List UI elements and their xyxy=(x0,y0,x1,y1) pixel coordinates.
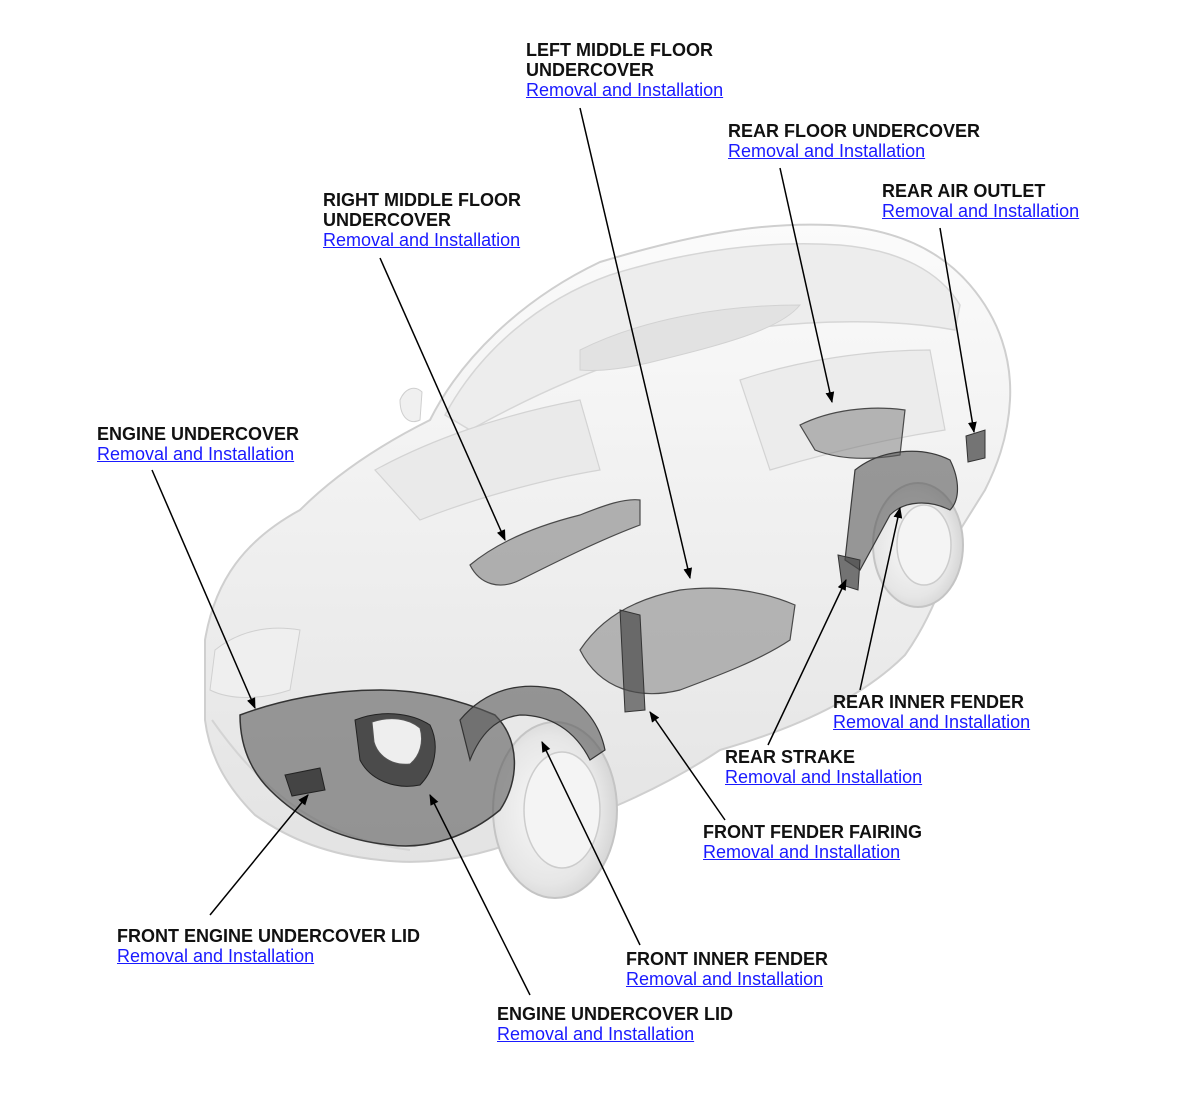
front-engine-undercover-lid-link[interactable]: Removal and Installation xyxy=(117,946,315,966)
callout-title: REAR STRAKE xyxy=(725,747,856,767)
rear-floor-undercover-part xyxy=(799,407,906,459)
front-rim xyxy=(523,751,601,869)
front-fender-fairing-part xyxy=(619,609,646,713)
front-inner-fender-arrow xyxy=(541,741,641,946)
rear-air-outlet-link[interactable]: Removal and Installation xyxy=(882,201,1080,221)
front-fender-fairing-arrow xyxy=(649,711,726,821)
engine-undercover-cutout xyxy=(371,718,423,765)
callout-title: ENGINE UNDERCOVER LID xyxy=(497,1004,734,1024)
front-fender-fairing-callout: FRONT FENDER FAIRING Removal and Install… xyxy=(703,822,922,863)
front-engine-undercover-lid-part xyxy=(284,767,326,797)
front-fender-fairing-link[interactable]: Removal and Installation xyxy=(703,842,901,862)
callout-title: FRONT ENGINE UNDERCOVER LID xyxy=(117,926,421,946)
right-middle-floor-undercover-callout: RIGHT MIDDLE FLOOR UNDERCOVER Removal an… xyxy=(323,190,521,251)
rear-strake-callout: REAR STRAKE Removal and Installation xyxy=(725,747,922,788)
callout-title: REAR AIR OUTLET xyxy=(882,181,1046,201)
callout-title: REAR FLOOR UNDERCOVER xyxy=(728,121,981,141)
engine-undercover-lid-link[interactable]: Removal and Installation xyxy=(497,1024,695,1044)
right-middle-floor-undercover-arrow xyxy=(379,257,506,542)
front-engine-undercover-lid-callout: FRONT ENGINE UNDERCOVER LID Removal and … xyxy=(117,926,420,967)
engine-undercover-lid-arrow xyxy=(429,794,531,996)
rear-floor-undercover-callout: REAR FLOOR UNDERCOVER Removal and Instal… xyxy=(728,121,980,162)
rear-inner-fender-link[interactable]: Removal and Installation xyxy=(833,712,1031,732)
rear-strake-arrow xyxy=(767,579,847,746)
right-middle-floor-undercover-link[interactable]: Removal and Installation xyxy=(323,230,521,250)
rear-inner-fender-part xyxy=(844,450,959,571)
engine-undercover-arrow xyxy=(151,469,256,710)
rear-air-outlet-part xyxy=(965,429,986,463)
rear-rim xyxy=(896,504,952,586)
engine-undercover-lid-callout: ENGINE UNDERCOVER LID Removal and Instal… xyxy=(497,1004,733,1045)
callout-title: FRONT FENDER FAIRING xyxy=(703,822,922,842)
callout-title: REAR INNER FENDER xyxy=(833,692,1025,712)
rear-inner-fender-callout: REAR INNER FENDER Removal and Installati… xyxy=(833,692,1030,733)
right-middle-floor-undercover-part xyxy=(469,499,641,586)
rear-air-outlet-arrow xyxy=(939,227,977,434)
callout-title: RIGHT MIDDLE FLOOR UNDERCOVER xyxy=(323,190,521,230)
front-inner-fender-link[interactable]: Removal and Installation xyxy=(626,969,824,989)
leader-arrows xyxy=(151,107,977,996)
rear-floor-undercover-link[interactable]: Removal and Installation xyxy=(728,141,926,161)
rear-floor-undercover-arrow xyxy=(779,167,835,404)
rear-air-outlet-callout: REAR AIR OUTLET Removal and Installation xyxy=(882,181,1079,222)
front-inner-fender-callout: FRONT INNER FENDER Removal and Installat… xyxy=(626,949,828,990)
callout-title: FRONT INNER FENDER xyxy=(626,949,828,969)
left-middle-floor-undercover-arrow xyxy=(579,107,693,580)
callout-title: ENGINE UNDERCOVER xyxy=(97,424,300,444)
side-windows xyxy=(739,349,946,471)
left-middle-floor-undercover-link[interactable]: Removal and Installation xyxy=(526,80,724,100)
rear-strake-link[interactable]: Removal and Installation xyxy=(725,767,923,787)
engine-undercover-link[interactable]: Removal and Installation xyxy=(97,444,295,464)
sunroof xyxy=(579,304,802,371)
engine-undercover-callout: ENGINE UNDERCOVER Removal and Installati… xyxy=(97,424,299,465)
front-engine-undercover-lid-arrow xyxy=(209,794,309,916)
rear-inner-fender-arrow xyxy=(859,506,903,691)
callout-title: LEFT MIDDLE FLOOR UNDERCOVER xyxy=(526,40,713,80)
headlight xyxy=(209,627,301,698)
windshield xyxy=(374,399,601,521)
left-middle-floor-undercover-callout: LEFT MIDDLE FLOOR UNDERCOVER Removal and… xyxy=(526,40,723,101)
side-mirror xyxy=(399,387,423,423)
front-inner-fender-part xyxy=(459,685,606,762)
